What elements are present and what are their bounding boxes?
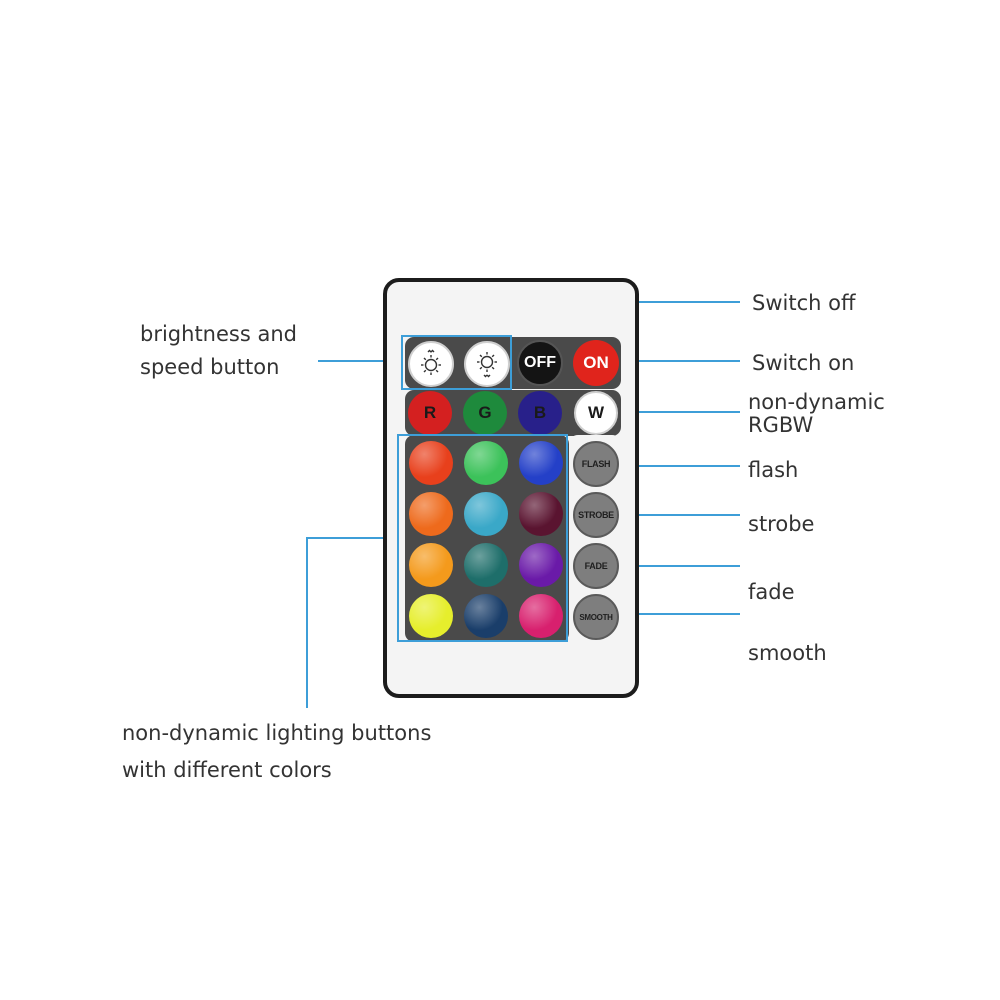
- color-button-r4c2[interactable]: [464, 594, 508, 638]
- label-brightness: brightness and speed button: [140, 322, 297, 380]
- color-button-r2c1[interactable]: [409, 492, 453, 536]
- color-button-r1c3[interactable]: [519, 441, 563, 485]
- brightness-up-button[interactable]: [408, 341, 454, 387]
- color-button-r4c3[interactable]: [519, 594, 563, 638]
- brightness-up-icon: [421, 349, 441, 375]
- w-button[interactable]: W: [574, 391, 618, 435]
- label-rgbw: non-dynamic RGBW: [748, 390, 885, 438]
- fade-button[interactable]: FADE: [573, 543, 619, 589]
- label-fade: fade: [748, 580, 795, 604]
- off-button[interactable]: OFF: [517, 340, 563, 386]
- color-button-r1c2[interactable]: [464, 441, 508, 485]
- on-button[interactable]: ON: [573, 340, 619, 386]
- label-flash: flash: [748, 458, 799, 482]
- color-button-r2c2[interactable]: [464, 492, 508, 536]
- label-switch-off: Switch off: [752, 291, 856, 315]
- r-button[interactable]: R: [408, 391, 452, 435]
- color-button-r4c1[interactable]: [409, 594, 453, 638]
- color-button-r3c1[interactable]: [409, 543, 453, 587]
- brightness-highlight-box: [401, 335, 512, 390]
- b-button[interactable]: B: [518, 391, 562, 435]
- smooth-button[interactable]: SMOOTH: [573, 594, 619, 640]
- brightness-down-button[interactable]: [464, 341, 510, 387]
- callout-lighting: [306, 537, 397, 708]
- g-button[interactable]: G: [463, 391, 507, 435]
- brightness-down-icon: [477, 352, 497, 378]
- label-strobe: strobe: [748, 512, 815, 536]
- color-button-r3c2[interactable]: [464, 543, 508, 587]
- flash-button[interactable]: FLASH: [573, 441, 619, 487]
- label-switch-on: Switch on: [752, 351, 855, 375]
- color-button-r1c1[interactable]: [409, 441, 453, 485]
- label-smooth: smooth: [748, 641, 827, 665]
- label-lighting: non-dynamic lighting buttons with differ…: [122, 721, 432, 783]
- strobe-button[interactable]: STROBE: [573, 492, 619, 538]
- color-button-r2c3[interactable]: [519, 492, 563, 536]
- color-grid-highlight-box: [397, 434, 568, 642]
- color-button-r3c3[interactable]: [519, 543, 563, 587]
